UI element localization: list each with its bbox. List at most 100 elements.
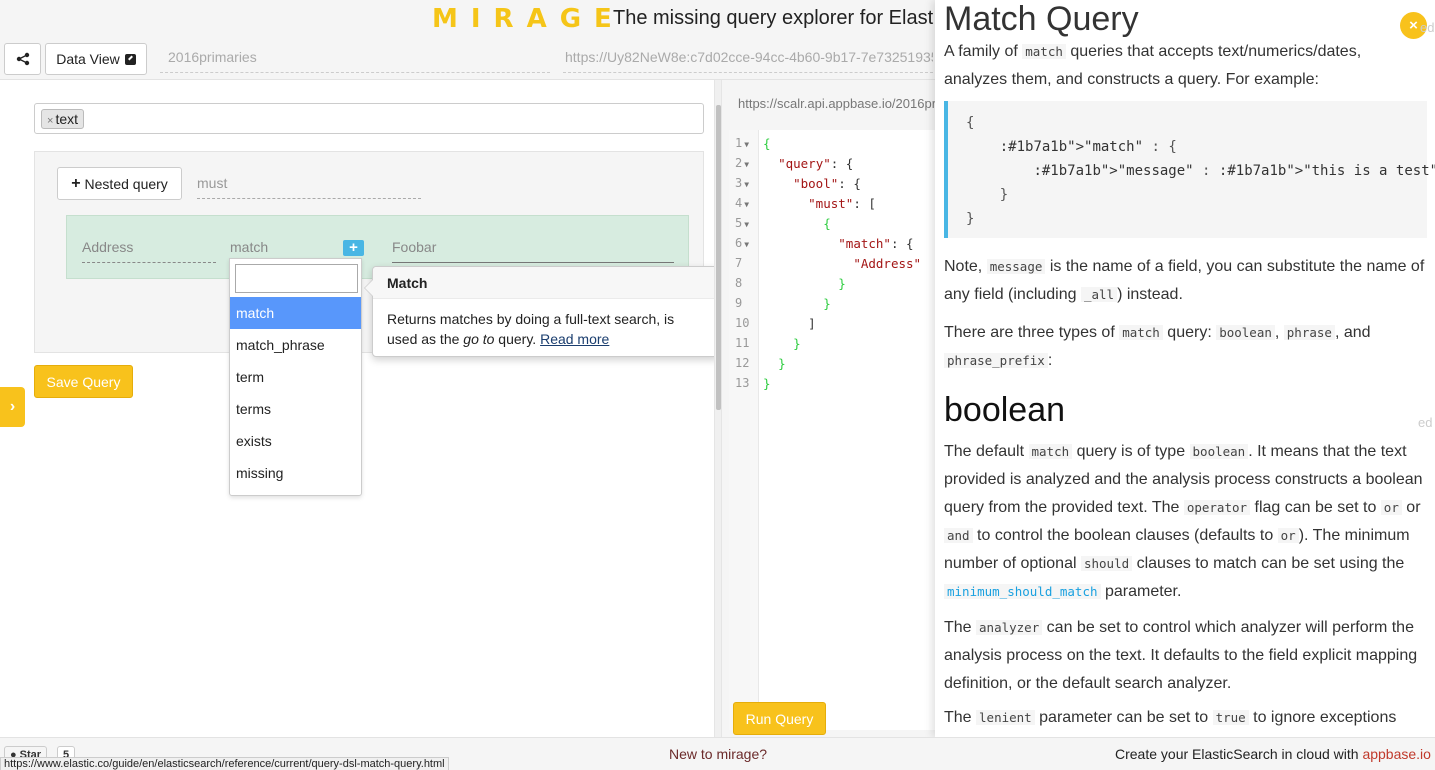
close-docs-button[interactable]: ×: [1400, 12, 1427, 39]
data-view-label: Data View: [56, 51, 120, 67]
fold-arrow-icon[interactable]: ▼: [744, 180, 750, 189]
code-line: "must": [: [808, 196, 876, 211]
panel-splitter[interactable]: [714, 80, 722, 737]
docs-paragraph-lenient: The lenient parameter can be set to true…: [944, 709, 1397, 726]
line-number: 2▼: [735, 156, 750, 170]
footer: ●Star 5 https://www.elastic.co/guide/en/…: [0, 737, 1435, 770]
tooltip-body: Returns matches by doing a full-text sea…: [373, 299, 719, 359]
code-line: }: [763, 376, 771, 391]
fold-arrow-icon[interactable]: ▼: [744, 140, 750, 149]
tooltip-emphasis: go to: [463, 331, 495, 347]
code-line: ]: [763, 316, 816, 331]
minimum-should-match-link[interactable]: minimum_should_match: [944, 584, 1101, 599]
operator-select[interactable]: match: [230, 239, 269, 255]
cta-text: Create your ElasticSearch in cloud with: [1115, 746, 1363, 762]
field-select[interactable]: Address: [82, 239, 134, 255]
tooltip-text-end: query.: [494, 331, 541, 347]
code-line: }: [838, 276, 846, 291]
docs-paragraph-types: There are three types of match query: bo…: [944, 324, 1371, 369]
fold-arrow-icon[interactable]: ▼: [744, 160, 750, 169]
line-number: 8: [735, 276, 743, 290]
dropdown-option-match-phrase[interactable]: match_phrase: [236, 337, 325, 353]
query-builder: + Nested query must Address match + Foob…: [34, 151, 704, 353]
code-line: {: [763, 136, 771, 151]
tooltip-title: Match: [373, 267, 719, 299]
dropdown-option-missing[interactable]: missing: [236, 465, 284, 481]
sidebar-toggle-button[interactable]: ›: [0, 387, 25, 427]
docs-paragraph-boolean: The default match query is of type boole…: [944, 443, 1423, 600]
fold-arrow-icon[interactable]: ▼: [744, 200, 750, 209]
docs-code-line: :#1b7a1b">"match" : {: [999, 139, 1177, 155]
line-number: 12: [735, 356, 750, 370]
data-view-button[interactable]: Data View: [45, 43, 147, 75]
status-bar-url: https://www.elastic.co/guide/en/elastics…: [0, 757, 449, 770]
docs-code-line: :#1b7a1b">"message" : :#1b7a1b">"this is…: [1033, 163, 1435, 179]
save-query-button[interactable]: Save Query: [34, 365, 133, 398]
new-to-mirage-link[interactable]: New to mirage?: [669, 746, 768, 762]
docs-panel: Match Query × ed A family of match queri…: [935, 0, 1435, 737]
dropdown-option-terms[interactable]: terms: [236, 401, 271, 417]
docs-title: Match Query: [944, 0, 1139, 38]
value-input-underline: [392, 262, 674, 263]
dropdown-option-match[interactable]: match: [230, 297, 361, 329]
docs-code-line: }: [966, 211, 975, 227]
line-number: 11: [735, 336, 750, 350]
line-number: 7: [735, 256, 743, 270]
code-line: "query": {: [778, 156, 854, 171]
dropdown-option-term[interactable]: term: [236, 369, 264, 385]
remove-tag-icon[interactable]: ×: [47, 115, 54, 127]
line-number: 1▼: [735, 136, 750, 150]
add-condition-button[interactable]: +: [343, 240, 364, 256]
type-tag-label: text: [55, 111, 79, 127]
bool-clause-select[interactable]: must: [197, 175, 228, 191]
docs-heading-boolean: boolean: [944, 391, 1066, 429]
background-text: ed: [1420, 20, 1435, 35]
nested-query-button[interactable]: + Nested query: [57, 167, 182, 200]
docs-paragraph-analyzer: The analyzer can be set to control which…: [944, 619, 1418, 692]
code-line: }: [793, 336, 801, 351]
code-line: "bool": {: [793, 176, 861, 191]
github-icon: ●: [10, 749, 17, 761]
code-line: "match": {: [838, 236, 914, 251]
line-number: 4▼: [735, 196, 750, 210]
bool-clause-underline: [197, 198, 421, 199]
background-text: ed: [1418, 415, 1433, 430]
operator-dropdown: match match_phrase term terms exists mis…: [229, 258, 362, 496]
field-select-underline: [82, 262, 216, 263]
appbase-link[interactable]: appbase.io: [1362, 746, 1431, 762]
cluster-url-underline: [563, 72, 933, 73]
tooltip-text: Returns matches by doing a full-text sea…: [387, 311, 675, 347]
line-number: 9: [735, 296, 743, 310]
brand-logo: MIRAGE: [432, 4, 625, 34]
line-number: 6▼: [735, 236, 750, 250]
share-icon: [16, 52, 29, 66]
docs-paragraph-intro: A family of match queries that accepts t…: [944, 43, 1362, 88]
result-panel: https://scalr.api.appbase.io/2016primari…: [722, 80, 935, 737]
value-input[interactable]: Foobar: [392, 239, 437, 255]
app-name-field[interactable]: 2016primaries: [168, 49, 257, 65]
scrollbar-thumb[interactable]: [716, 105, 721, 410]
docs-code-line: }: [999, 187, 1009, 203]
code-line: "Address": [853, 256, 922, 271]
operator-tooltip: Match Returns matches by doing a full-te…: [364, 266, 720, 359]
endpoint-url: https://scalr.api.appbase.io/2016primari…: [738, 96, 935, 111]
fold-arrow-icon[interactable]: ▼: [744, 220, 750, 229]
dropdown-search-input[interactable]: [235, 264, 358, 293]
type-selector-input[interactable]: ×text: [34, 103, 704, 134]
cluster-url-field[interactable]: https://Uy82NeW8e:c7d02cce-94cc-4b60-9b1…: [565, 49, 933, 65]
cloud-cta: Create your ElasticSearch in cloud with …: [1115, 746, 1431, 762]
dropdown-option-exists[interactable]: exists: [236, 433, 272, 449]
line-number: 5▼: [735, 216, 750, 230]
chevron-right-icon: ›: [9, 398, 16, 415]
read-more-link[interactable]: Read more: [540, 331, 610, 347]
nested-query-label: Nested query: [84, 175, 168, 192]
plus-icon: +: [71, 174, 81, 192]
tagline: The missing query explorer for Elast: [613, 7, 934, 29]
docs-paragraph-note: Note, message is the name of a field, yo…: [944, 258, 1425, 303]
fold-arrow-icon[interactable]: ▼: [744, 240, 750, 249]
query-code-editor[interactable]: 1▼{2▼ "query": {3▼ "bool": {4▼ "must": […: [729, 130, 935, 730]
docs-code-line: {: [966, 115, 975, 131]
run-query-button[interactable]: Run Query: [733, 702, 826, 735]
share-button[interactable]: [4, 43, 41, 75]
type-tag[interactable]: ×text: [41, 109, 85, 129]
